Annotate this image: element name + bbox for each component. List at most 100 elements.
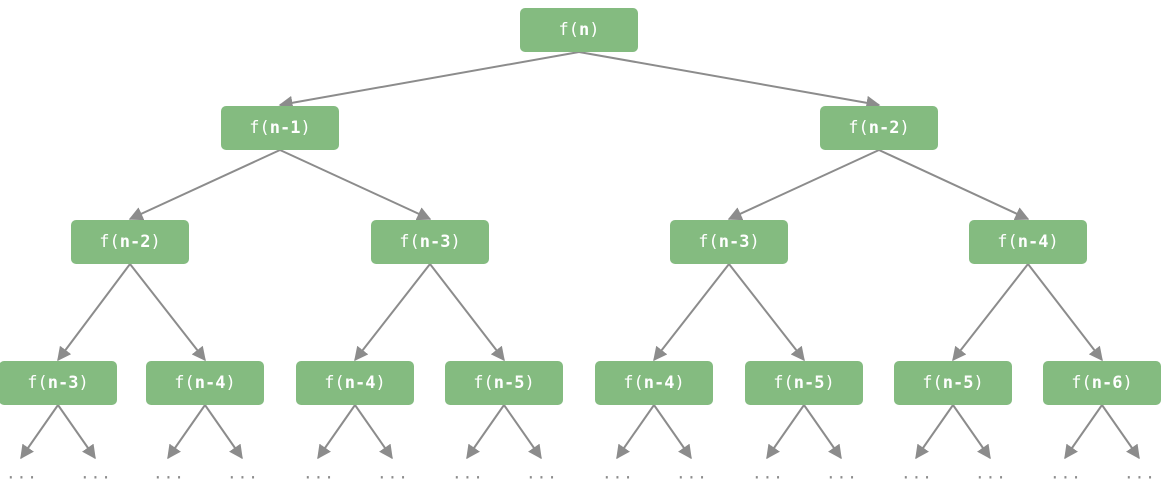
tree-edge — [878, 149, 1030, 221]
node-function-name: f( — [623, 373, 644, 393]
node-argument: n-4 — [194, 373, 226, 393]
tree-edge — [1027, 263, 1103, 362]
node-close-paren: ) — [824, 373, 835, 393]
node-argument: n-3 — [718, 232, 750, 252]
node-function-name: f( — [324, 373, 345, 393]
leaf-edge — [466, 404, 505, 460]
leaf-edge — [653, 404, 692, 460]
node-argument: n-5 — [942, 373, 974, 393]
node-close-paren: ) — [1048, 232, 1059, 252]
leaf-edge — [354, 404, 393, 460]
node-argument: n-3 — [419, 232, 451, 252]
ellipsis: ··· — [1124, 468, 1156, 487]
node-function-name: f( — [848, 118, 869, 138]
tree-edge — [728, 263, 805, 362]
node-argument: n-2 — [868, 118, 900, 138]
node-function-name: f( — [558, 20, 579, 40]
node-function-name: f( — [399, 232, 420, 252]
leaf-edge — [803, 404, 842, 460]
node-function-name: f( — [922, 373, 943, 393]
ellipsis: ··· — [80, 468, 112, 487]
ellipsis: ··· — [602, 468, 634, 487]
ellipsis: ··· — [303, 468, 335, 487]
node-argument: n-6 — [1091, 373, 1123, 393]
ellipsis: ··· — [227, 468, 259, 487]
leaf-edge — [952, 404, 991, 460]
node-function-name: f( — [473, 373, 494, 393]
tree-node: f(n-3) — [670, 220, 788, 264]
node-argument: n-3 — [47, 373, 79, 393]
node-close-paren: ) — [899, 118, 910, 138]
node-function-name: f( — [997, 232, 1018, 252]
node-argument: n-4 — [643, 373, 675, 393]
node-argument: n-5 — [793, 373, 825, 393]
tree-edge — [727, 149, 880, 221]
tree-node: f(n-4) — [296, 361, 414, 405]
tree-edge — [354, 263, 431, 362]
node-close-paren: ) — [300, 118, 311, 138]
ellipsis: ··· — [6, 468, 38, 487]
tree-node: f(n-3) — [0, 361, 117, 405]
tree-node: f(n-2) — [820, 106, 938, 150]
tree-edge — [128, 149, 281, 221]
node-function-name: f( — [249, 118, 270, 138]
node-close-paren: ) — [375, 373, 386, 393]
node-function-name: f( — [773, 373, 794, 393]
ellipsis: ··· — [377, 468, 409, 487]
tree-node: f(n-5) — [894, 361, 1012, 405]
tree-edge — [279, 149, 432, 221]
leaf-edge — [20, 404, 59, 460]
ellipsis: ··· — [153, 468, 185, 487]
leaf-edge — [915, 404, 954, 460]
node-argument: n-2 — [119, 232, 151, 252]
ellipsis: ··· — [452, 468, 484, 487]
leaf-edge — [503, 404, 542, 460]
tree-node: f(n-4) — [969, 220, 1087, 264]
node-function-name: f( — [698, 232, 719, 252]
ellipsis: ··· — [826, 468, 858, 487]
node-close-paren: ) — [749, 232, 760, 252]
ellipsis: ··· — [975, 468, 1007, 487]
tree-node: f(n-6) — [1043, 361, 1161, 405]
ellipsis: ··· — [526, 468, 558, 487]
tree-node: f(n-4) — [595, 361, 713, 405]
leaf-edge — [616, 404, 655, 460]
leaf-edge — [1064, 404, 1103, 460]
tree-edge — [578, 51, 881, 110]
tree-node: f(n-2) — [71, 220, 189, 264]
node-close-paren: ) — [973, 373, 984, 393]
ellipsis: ··· — [1050, 468, 1082, 487]
tree-node: f(n-1) — [221, 106, 339, 150]
node-function-name: f( — [1071, 373, 1092, 393]
tree-edge — [278, 51, 580, 110]
tree-node: f(n-3) — [371, 220, 489, 264]
tree-edge — [57, 263, 131, 362]
ellipsis: ··· — [901, 468, 933, 487]
node-function-name: f( — [27, 373, 48, 393]
node-argument: n-5 — [493, 373, 525, 393]
ellipsis: ··· — [676, 468, 708, 487]
tree-edge — [129, 263, 206, 362]
node-close-paren: ) — [78, 373, 89, 393]
leaf-edge — [766, 404, 805, 460]
leaf-edge — [167, 404, 206, 460]
tree-edge — [952, 263, 1029, 362]
node-close-paren: ) — [589, 20, 600, 40]
tree-node: f(n) — [520, 8, 638, 52]
node-argument: n-4 — [344, 373, 376, 393]
ellipsis: ··· — [752, 468, 784, 487]
tree-edge — [653, 263, 730, 362]
node-close-paren: ) — [150, 232, 161, 252]
tree-node: f(n-5) — [445, 361, 563, 405]
node-close-paren: ) — [450, 232, 461, 252]
node-function-name: f( — [99, 232, 120, 252]
leaf-edge — [57, 404, 96, 460]
node-close-paren: ) — [674, 373, 685, 393]
leaf-edge — [204, 404, 243, 460]
node-argument: n-4 — [1017, 232, 1049, 252]
node-close-paren: ) — [225, 373, 236, 393]
node-argument: n — [578, 20, 590, 40]
node-close-paren: ) — [1122, 373, 1133, 393]
